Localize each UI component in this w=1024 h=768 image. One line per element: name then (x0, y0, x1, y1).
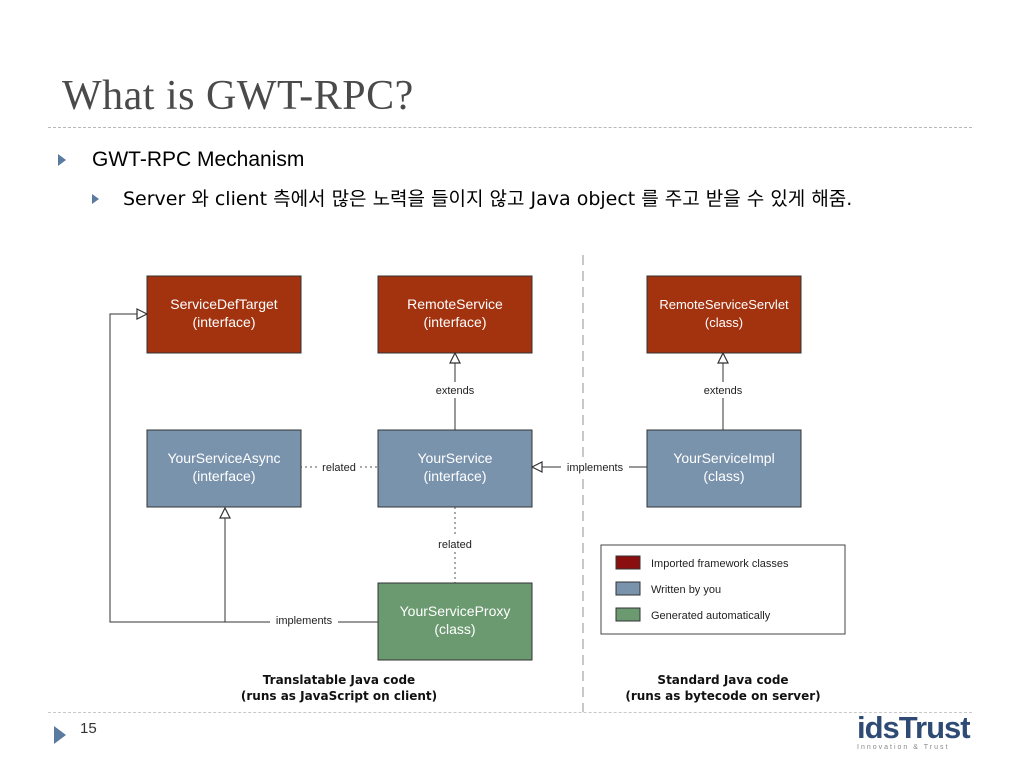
box-label-line2: (interface) (192, 314, 255, 330)
bullet-level2: Server 와 client 측에서 많은 노력을 들이지 않고 Java o… (92, 186, 962, 213)
box-remote-service-servlet: RemoteServiceServlet (class) (646, 275, 802, 354)
legend-swatch-generated (615, 607, 641, 622)
legend-swatch-written (615, 581, 641, 596)
page-number: 15 (80, 720, 97, 737)
legend: Imported framework classes Written by yo… (600, 544, 846, 635)
box-label-line1: YourServiceAsync (167, 450, 280, 466)
caption-client-line1: Translatable Java code (263, 673, 415, 687)
implements-label-bg-right (561, 459, 629, 475)
box-label-line1: YourService (418, 450, 493, 466)
legend-label-imported: Imported framework classes (651, 558, 789, 570)
implements-label-bg-left (270, 612, 338, 628)
bullet-level1: GWT-RPC Mechanism (58, 148, 304, 172)
caption-server-line2: (runs as bytecode on server) (625, 689, 820, 703)
footer-triangle-icon (54, 726, 66, 744)
related-label-bg-horizontal (318, 459, 360, 475)
implements-label-left: implements (276, 615, 333, 627)
related-label-horizontal: related (322, 462, 356, 474)
footer-divider (48, 712, 972, 713)
bullet2-text: Server 와 client 측에서 많은 노력을 들이지 않고 Java o… (123, 188, 853, 210)
box-label-line2: (class) (703, 468, 744, 484)
caption-client-line2: (runs as JavaScript on client) (241, 689, 437, 703)
bullet-triangle-icon (58, 154, 66, 166)
title-divider (48, 127, 972, 128)
caption-server-line1: Standard Java code (657, 673, 788, 687)
related-label-vertical: related (438, 539, 472, 551)
related-label-bg-vertical (432, 536, 478, 552)
bullet1-text: GWT-RPC Mechanism (92, 148, 305, 171)
legend-label-written: Written by you (651, 584, 721, 596)
extends-label-bg-right (696, 382, 750, 398)
box-label-line1: YourServiceImpl (673, 450, 774, 466)
implements-connector-servicedef (109, 314, 378, 623)
logo-tagline: Innovation & Trust (857, 744, 950, 751)
legend-label-generated: Generated automatically (651, 610, 771, 622)
box-your-service-proxy: YourServiceProxy (class) (377, 582, 533, 661)
slide-title: What is GWT-RPC? (62, 73, 414, 119)
extends-label-bg-left (428, 382, 482, 398)
box-label-line1: RemoteServiceServlet (659, 297, 789, 312)
box-label-line2: (interface) (192, 468, 255, 484)
implements-connector-async (225, 508, 378, 623)
box-label-line1: YourServiceProxy (400, 603, 511, 619)
sub-bullet-triangle-icon (92, 194, 99, 204)
idstrust-logo: idsTrust Innovation & Trust (857, 710, 971, 752)
box-label-line2: (class) (705, 315, 743, 330)
legend-swatch-imported (615, 555, 641, 570)
box-label-line2: (class) (434, 621, 475, 637)
box-label-line2: (interface) (423, 468, 486, 484)
box-label-line1: ServiceDefTarget (170, 296, 277, 312)
box-remote-service: RemoteService (interface) (377, 275, 533, 354)
extends-label-left: extends (436, 385, 475, 397)
box-service-def-target: ServiceDefTarget (interface) (146, 275, 302, 354)
box-your-service-async: YourServiceAsync (interface) (146, 429, 302, 508)
box-label-line1: RemoteService (407, 296, 503, 312)
box-your-service-impl: YourServiceImpl (class) (646, 429, 802, 508)
extends-label-right: extends (704, 385, 743, 397)
logo-wordmark: idsTrust (857, 710, 971, 745)
box-label-line2: (interface) (423, 314, 486, 330)
implements-label-right: implements (567, 462, 624, 474)
box-your-service: YourService (interface) (377, 429, 533, 508)
